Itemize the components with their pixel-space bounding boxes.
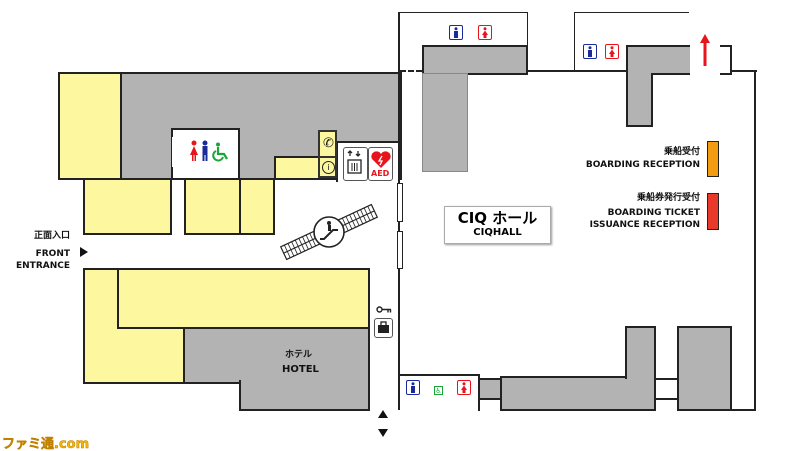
key-icon bbox=[376, 306, 392, 313]
men-restroom-icon bbox=[202, 140, 208, 161]
accessible-restroom-icon bbox=[212, 142, 228, 162]
escalator bbox=[279, 203, 379, 261]
north-facility-1-vert bbox=[422, 73, 468, 172]
shop-small bbox=[274, 156, 320, 180]
east-wall bbox=[754, 70, 756, 411]
front-entrance-label-jp: 正面入口 bbox=[33, 231, 70, 241]
accessible-restroom-icon: ♿ bbox=[434, 386, 443, 395]
locker-icon bbox=[374, 318, 393, 338]
north-facility-2-vert bbox=[626, 73, 653, 127]
ciq-hall-sign: CIQ ホール CIQHALL bbox=[444, 206, 551, 244]
men-restroom-icon bbox=[583, 44, 597, 59]
shop-lower-inner bbox=[117, 268, 370, 329]
north-facility-2 bbox=[626, 45, 690, 75]
women-restroom-icon bbox=[605, 44, 619, 59]
south-wall bbox=[731, 409, 756, 411]
exit-arrow-icon bbox=[700, 34, 710, 66]
men-restroom-icon bbox=[406, 380, 420, 395]
hotel-label-jp: ホテル bbox=[285, 350, 313, 360]
hotel-area bbox=[183, 327, 370, 384]
front-entrance-label-en1: FRONT bbox=[35, 249, 70, 259]
entrance-arrow-icon bbox=[80, 247, 88, 257]
north-facility-1 bbox=[422, 45, 528, 75]
phone-booth: ✆ bbox=[318, 130, 337, 158]
phone-icon: ✆ bbox=[323, 136, 334, 151]
south-connector bbox=[478, 378, 502, 400]
up-arrow-icon bbox=[378, 410, 388, 418]
watermark-logo: ファミ通.com bbox=[2, 437, 90, 451]
ticket-reception-label-jp: 乗船券発行受付 bbox=[636, 193, 700, 203]
ciq-hall-label-jp: CIQ ホール bbox=[457, 209, 538, 227]
south-passage bbox=[654, 378, 679, 400]
hotel-label-en: HOTEL bbox=[282, 364, 319, 375]
shop-left-3 bbox=[239, 178, 275, 235]
north-wall bbox=[528, 70, 628, 72]
women-restroom-icon bbox=[457, 380, 471, 395]
women-restroom-icon bbox=[190, 140, 198, 161]
north-exit-bracket bbox=[720, 45, 732, 75]
north-dashed-wall bbox=[400, 70, 422, 72]
info-icon: i bbox=[322, 161, 335, 174]
door-1 bbox=[397, 183, 403, 222]
boarding-reception-label-jp: 乗船受付 bbox=[663, 147, 700, 157]
south-facility-vert bbox=[625, 326, 656, 379]
shop-left-1 bbox=[83, 178, 172, 235]
front-entrance-label-en2: ENTRANCE bbox=[16, 261, 70, 271]
restroom-entrance bbox=[172, 137, 185, 167]
ticket-reception-counter bbox=[707, 193, 719, 230]
down-arrow-icon bbox=[378, 429, 388, 437]
boarding-reception-counter bbox=[707, 141, 719, 177]
aed-icon: AED bbox=[368, 147, 393, 181]
north-bump-1 bbox=[400, 12, 528, 72]
ticket-reception-label-en1: BOARDING TICKET bbox=[607, 208, 700, 218]
east-wall-top bbox=[731, 70, 757, 72]
boarding-reception-label-en: BOARDING RECEPTION bbox=[585, 160, 700, 170]
shop-upper-left bbox=[58, 72, 122, 180]
hotel-area-lower bbox=[239, 380, 370, 411]
south-east-facility bbox=[677, 326, 732, 411]
men-restroom-icon bbox=[449, 25, 463, 40]
info-booth: i bbox=[318, 156, 337, 178]
elevator-icon bbox=[343, 147, 368, 181]
women-restroom-icon bbox=[478, 25, 492, 40]
ciq-hall-label-en: CIQHALL bbox=[473, 227, 522, 238]
south-facility bbox=[500, 376, 656, 411]
ticket-reception-label-en2: ISSUANCE RECEPTION bbox=[589, 220, 700, 230]
shop-left-2 bbox=[184, 178, 241, 235]
north-bump-2 bbox=[574, 12, 689, 72]
door-2 bbox=[397, 231, 403, 269]
aed-label: AED bbox=[371, 169, 390, 178]
